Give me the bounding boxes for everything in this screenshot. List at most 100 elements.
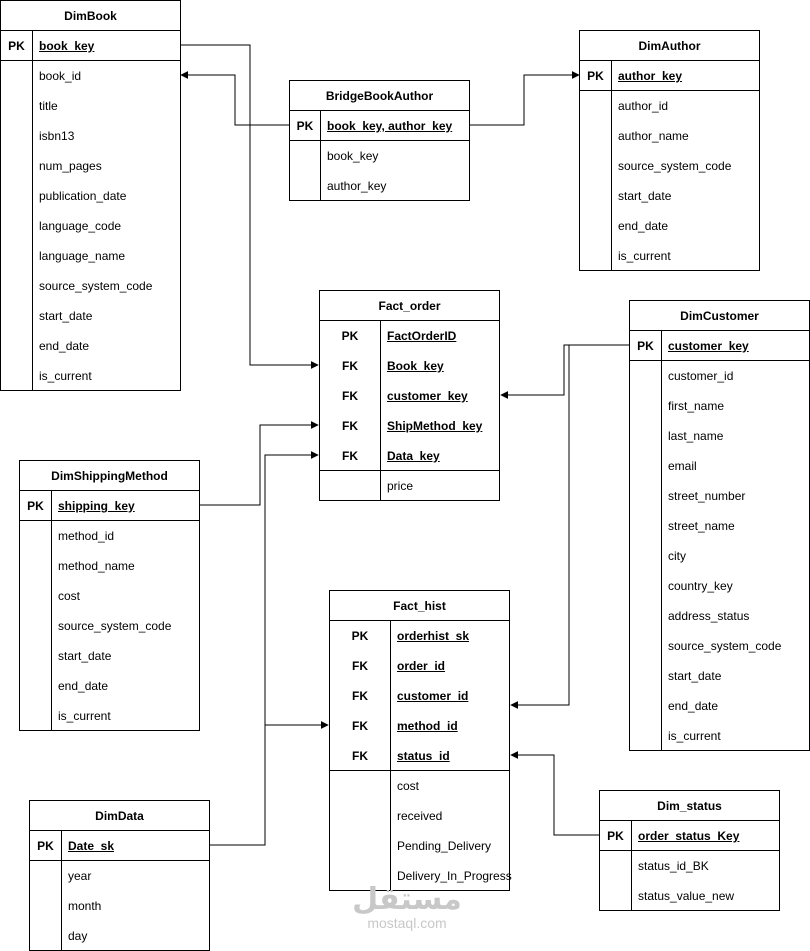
attribute-row[interactable]: author_id: [580, 91, 759, 121]
attribute-row[interactable]: email: [630, 451, 809, 481]
attribute-row[interactable]: isbn13: [1, 121, 180, 151]
edge-bridge-dimauthor: [469, 71, 580, 126]
attribute-row[interactable]: cost: [20, 581, 199, 611]
key-marker: FK: [342, 359, 358, 373]
key-marker: [1, 91, 32, 121]
attribute-row[interactable]: language_code: [1, 211, 180, 241]
attribute-row[interactable]: title: [1, 91, 180, 121]
attribute-name: orderhist_sk: [397, 629, 470, 643]
attribute-row[interactable]: source_system_code: [20, 611, 199, 641]
attribute-row[interactable]: day: [30, 921, 209, 951]
attribute-name: start_date: [618, 189, 672, 203]
attribute-row[interactable]: start_date: [580, 181, 759, 211]
key-marker: [1, 301, 32, 331]
attribute-row[interactable]: start_date: [20, 641, 199, 671]
attribute-row[interactable]: customer_id: [630, 361, 809, 391]
attribute-name: author_key: [618, 69, 683, 83]
key-marker: [580, 121, 611, 151]
key-marker: [330, 801, 390, 831]
attribute-row[interactable]: method_name: [20, 551, 199, 581]
attribute-row[interactable]: city: [630, 541, 809, 571]
key-marker: [600, 881, 631, 911]
attribute-row[interactable]: method_id: [20, 521, 199, 551]
key-marker: PK: [8, 39, 25, 53]
attribute-row[interactable]: country_key: [630, 571, 809, 601]
key-marker: FK: [342, 449, 358, 463]
attribute-row[interactable]: source_system_code: [1, 271, 180, 301]
attribute-row[interactable]: end_date: [20, 671, 199, 701]
attribute-row[interactable]: cost: [330, 771, 509, 801]
attribute-row[interactable]: status_value_new: [600, 881, 779, 911]
attribute-row[interactable]: street_number: [630, 481, 809, 511]
attribute-row[interactable]: PK author_key: [580, 61, 759, 91]
key-marker: PK: [587, 69, 604, 83]
attribute-row[interactable]: is_current: [20, 701, 199, 731]
attribute-row[interactable]: street_name: [630, 511, 809, 541]
attribute-row[interactable]: start_date: [630, 661, 809, 691]
attribute-row[interactable]: month: [30, 891, 209, 921]
key-marker: [1, 61, 32, 91]
attribute-row[interactable]: is_current: [1, 361, 180, 391]
attribute-row[interactable]: Delivery_In_Progress: [330, 861, 512, 891]
attribute-row[interactable]: address_status: [630, 601, 809, 631]
attribute-row[interactable]: year: [30, 861, 209, 891]
edge-dimcustomer-facthist: [510, 344, 629, 709]
attribute-row[interactable]: book_id: [1, 61, 180, 91]
key-marker: PK: [341, 329, 359, 343]
edge-bridge-dimbook: [180, 71, 290, 126]
attribute-row[interactable]: first_name: [630, 391, 809, 421]
attribute-row[interactable]: num_pages: [1, 151, 180, 181]
attribute-row[interactable]: end_date: [630, 691, 809, 721]
attribute-row[interactable]: end_date: [580, 211, 759, 241]
key-column-divider: [51, 491, 52, 730]
attribute-row[interactable]: source_system_code: [580, 151, 759, 181]
attribute-row[interactable]: is_current: [630, 721, 809, 751]
mostaql-watermark: مستقل mostaql.com: [352, 885, 462, 932]
attribute-row[interactable]: Pending_Delivery: [330, 831, 509, 861]
key-column-divider: [380, 321, 381, 500]
attribute-row[interactable]: source_system_code: [630, 631, 809, 661]
attribute-name: cost: [58, 589, 81, 603]
attribute-row[interactable]: is_current: [580, 241, 759, 271]
attribute-row[interactable]: last_name: [630, 421, 809, 451]
attribute-row[interactable]: author_key: [290, 171, 469, 201]
attribute-name: num_pages: [39, 159, 102, 173]
attribute-row[interactable]: received: [330, 801, 509, 831]
attribute-row[interactable]: author_name: [580, 121, 759, 151]
attribute-row[interactable]: language_name: [1, 241, 180, 271]
attribute-row[interactable]: start_date: [1, 301, 180, 331]
attribute-row[interactable]: status_id_BK: [600, 851, 779, 881]
key-marker: [290, 141, 320, 171]
attribute-row[interactable]: book_key: [290, 141, 469, 171]
attribute-row[interactable]: price: [320, 471, 499, 501]
attribute-row[interactable]: publication_date: [1, 181, 180, 211]
attribute-row[interactable]: end_date: [1, 331, 180, 361]
